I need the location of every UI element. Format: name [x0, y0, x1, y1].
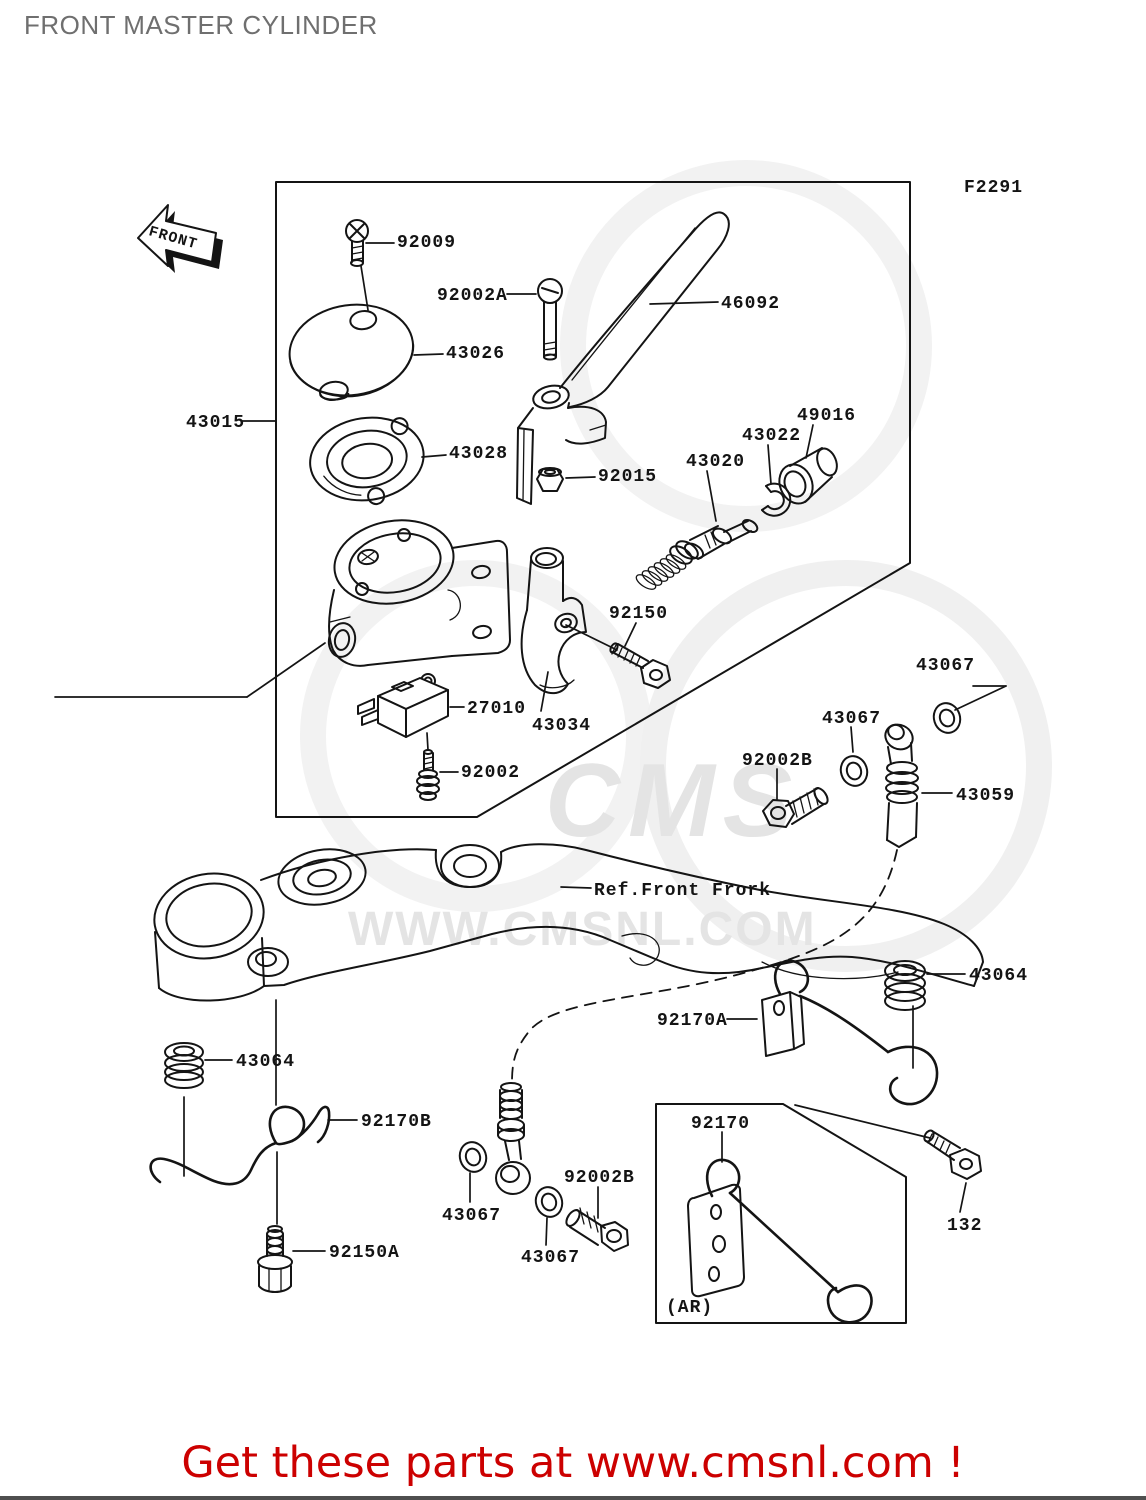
- part-label: 92015: [598, 467, 657, 487]
- part-92009-screw: [345, 219, 369, 267]
- leader-line: [565, 476, 596, 479]
- part-43064-grommet: [164, 1042, 204, 1089]
- part-43026-reservoir-cap: [288, 303, 415, 402]
- part-label: 92170A: [657, 1011, 728, 1031]
- part-label: 92002B: [742, 751, 813, 771]
- part-label: 43067: [916, 656, 975, 676]
- part-43067-washer: [458, 1141, 488, 1173]
- part-43067-washer: [534, 1186, 564, 1218]
- part-92015-nut: [536, 467, 564, 492]
- part-43020-piston-assembly: [635, 519, 759, 590]
- part-27010-brake-switch: [357, 673, 449, 738]
- part-92170-bracket-assembly: [687, 1158, 873, 1324]
- leader-line: [794, 1104, 931, 1139]
- part-43064-grommet: [884, 960, 926, 1011]
- part-92150-bolt: [609, 642, 671, 689]
- part-label: 92170B: [361, 1112, 432, 1132]
- part-label: 43064: [969, 966, 1028, 986]
- part-132-bolt: [923, 1129, 982, 1180]
- leader-line: [560, 886, 592, 889]
- part-label: 92002A: [437, 286, 508, 306]
- part-43028-diaphragm: [309, 416, 425, 506]
- part-92002b-banjo-bolt: [762, 787, 829, 828]
- part-43015-master-cylinder-body: [327, 519, 511, 667]
- part-92170b-hose-guide: [149, 1105, 331, 1186]
- bottom-border: [0, 1496, 1146, 1500]
- leader-line: [360, 265, 369, 311]
- part-43059-hose-lower-fitting: [495, 1082, 531, 1195]
- footer-cta[interactable]: Get these parts at www.cmsnl.com !: [181, 1438, 965, 1488]
- part-label: 92150A: [329, 1243, 400, 1263]
- part-label: 43028: [449, 444, 508, 464]
- part-92002a-pivot-bolt: [537, 278, 563, 361]
- part-43034-clamp: [520, 547, 587, 695]
- leader-line: [805, 424, 814, 459]
- part-43059-brake-hose: [511, 723, 919, 1083]
- leader-line: [706, 470, 717, 522]
- part-label: 43067: [521, 1248, 580, 1268]
- part-label: 27010: [467, 699, 526, 719]
- leader-line: [767, 444, 772, 485]
- leader-line: [649, 301, 719, 305]
- leader-line: [540, 671, 549, 712]
- part-label: 49016: [797, 406, 856, 426]
- page-title: FRONT MASTER CYLINDER: [24, 10, 378, 40]
- part-43022-circlip: [761, 482, 792, 517]
- part-label: 92150: [609, 604, 668, 624]
- part-92002b-banjo-bolt: [565, 1207, 629, 1252]
- part-label: 46092: [721, 294, 780, 314]
- leader-line: [545, 1217, 548, 1246]
- leader-lines: [54, 265, 931, 1225]
- part-label: 92002: [461, 763, 520, 783]
- ref-front-fork-bracket: [153, 843, 984, 1002]
- leader-line: [954, 685, 1007, 711]
- part-label: 43020: [686, 452, 745, 472]
- leader-line: [246, 642, 326, 698]
- part-92170a-hose-clamp: [761, 959, 939, 1106]
- part-label: 43067: [442, 1206, 501, 1226]
- part-label: 43026: [446, 344, 505, 364]
- part-label: F2291: [964, 178, 1023, 198]
- watermark-url: WWW.CMSNL.COM: [348, 903, 817, 956]
- part-92002-screw: [416, 749, 440, 801]
- part-labels: F2291 92009 92002A 43026 43015 43028 92015 4609…: [186, 178, 1028, 1318]
- part-43067-washer: [839, 755, 869, 787]
- part-49016-boot: [778, 447, 838, 505]
- leader-line: [624, 622, 637, 647]
- leader-line: [421, 454, 447, 458]
- part-label: 43064: [236, 1052, 295, 1072]
- part-label: 43034: [532, 716, 591, 736]
- leader-line: [565, 624, 618, 651]
- front-direction-arrow: FRONT: [137, 204, 223, 273]
- part-label: (AR): [666, 1298, 713, 1318]
- leader-line: [413, 353, 444, 356]
- part-92150a-bolt: [257, 1225, 293, 1293]
- leader-line: [959, 1182, 967, 1213]
- part-label: 92009: [397, 233, 456, 253]
- part-label: 92002B: [564, 1168, 635, 1188]
- part-label: 43015: [186, 413, 245, 433]
- part-46092-brake-lever: [516, 211, 730, 505]
- leader-line: [426, 732, 429, 751]
- part-label: 43022: [742, 426, 801, 446]
- leader-line: [850, 726, 854, 753]
- ar-variant-box: [655, 1103, 907, 1324]
- part-label: 132: [947, 1216, 982, 1236]
- part-label: 43059: [956, 786, 1015, 806]
- part-label: Ref.Front Frork: [594, 881, 771, 901]
- part-label: 43067: [822, 709, 881, 729]
- part-label: 92170: [691, 1114, 750, 1134]
- part-43067-washer: [932, 702, 962, 734]
- watermark-cms-logo: CMS: [545, 743, 801, 859]
- diagram-boundary-box: [275, 181, 911, 818]
